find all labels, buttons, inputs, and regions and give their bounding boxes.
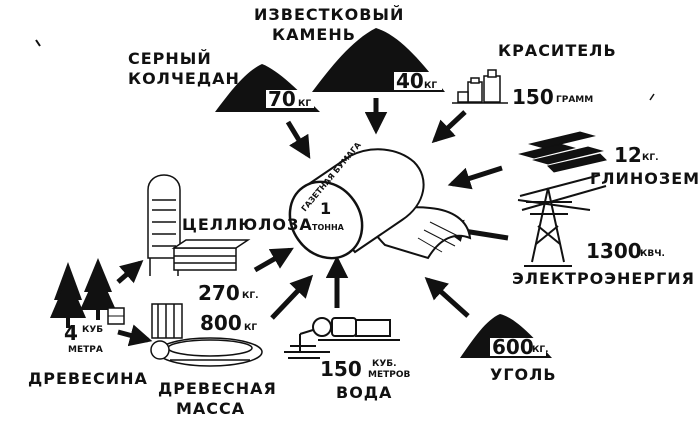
- input-cellulose: ЦЕЛЛЮЛОЗА 270 КГ.: [147, 174, 313, 305]
- input-woodpulp: 800 КГ ДРЕВЕСНАЯ МАССА: [150, 303, 277, 418]
- woodpulp-unit: КГ: [244, 323, 257, 333]
- arrow-cellulose: [253, 247, 294, 273]
- roll-end: [288, 180, 364, 260]
- paper-roll: ГАЗЕТНАЯ БУМАГА 1 ТОННА: [288, 140, 472, 260]
- water-pump-icon: [284, 317, 400, 359]
- dye-label: КРАСИТЕЛЬ: [498, 41, 617, 60]
- input-coal: 600 КГ. УГОЛЬ: [460, 314, 557, 384]
- bars-icon: [518, 131, 607, 173]
- power-pylon-icon: [517, 174, 607, 267]
- limestone-amount: 40: [396, 69, 424, 93]
- wood-unit-line2: МЕТРА: [68, 345, 103, 355]
- woodpulp-amount: 800: [200, 311, 242, 335]
- arrow-wood-cellulose: [116, 260, 144, 284]
- limestone-label-line1: ИЗВЕСТКОВЫЙ: [254, 5, 404, 24]
- limestone-label-line2: КАМЕНЬ: [272, 25, 356, 44]
- pyrite-label-line2: КОЛЧЕДАН: [128, 69, 240, 88]
- digester-icon: [147, 174, 251, 276]
- arrow-wood-pulp: [117, 324, 153, 347]
- input-pyrite: СЕРНЫЙ КОЛЧЕДАН 70 КГ: [128, 49, 320, 112]
- cellulose-label: ЦЕЛЛЮЛОЗА: [182, 215, 313, 234]
- wood-unit-line1: КУБ: [82, 325, 103, 335]
- alumina-amount: 12: [614, 143, 642, 167]
- grinder-icon: [150, 303, 263, 367]
- input-alumina: 12 КГ. ГЛИНОЗЕМ: [518, 131, 700, 188]
- alumina-unit: КГ.: [642, 153, 659, 163]
- electricity-amount: 1300: [586, 239, 642, 263]
- scan-mark: [649, 93, 655, 101]
- roll-body: [298, 148, 425, 254]
- product-unit: ТОННА: [312, 223, 345, 232]
- cellulose-amount: 270: [198, 281, 240, 305]
- water-label: ВОДА: [336, 383, 392, 402]
- input-limestone: ИЗВЕСТКОВЫЙ КАМЕНЬ 40 КГ: [254, 5, 445, 93]
- water-unit-line2: МЕТРОВ: [368, 370, 410, 380]
- coal-unit: КГ.: [532, 345, 549, 355]
- alumina-label: ГЛИНОЗЕМ: [590, 169, 700, 188]
- woodpulp-label-line1: ДРЕВЕСНАЯ: [158, 379, 277, 398]
- arrow-dye: [431, 110, 467, 144]
- dye-amount: 150: [512, 85, 554, 109]
- coal-amount: 600: [492, 335, 534, 359]
- woodpulp-label-line2: МАССА: [176, 399, 245, 418]
- scan-mark: [35, 39, 41, 47]
- input-water: 150 КУБ. МЕТРОВ ВОДА: [284, 317, 410, 402]
- cellulose-unit: КГ.: [242, 291, 259, 301]
- arrow-pyrite: [285, 120, 311, 159]
- pyrite-unit: КГ: [298, 99, 311, 109]
- arrow-coal: [424, 276, 470, 318]
- input-wood: 4 КУБ МЕТРА ДРЕВЕСИНА: [28, 258, 148, 388]
- wood-amount: 4: [64, 321, 78, 345]
- dye-unit: ГРАММ: [556, 95, 593, 105]
- pyrite-amount: 70: [268, 87, 296, 111]
- arrow-alumina: [447, 165, 503, 190]
- water-unit-line1: КУБ.: [372, 359, 397, 369]
- wood-label: ДРЕВЕСИНА: [28, 369, 148, 388]
- coal-label: УГОЛЬ: [490, 365, 557, 384]
- electricity-unit: КВЧ.: [640, 249, 665, 259]
- input-dye: КРАСИТЕЛЬ 150 ГРАММ: [452, 41, 617, 109]
- product-number: 1: [320, 199, 331, 218]
- electricity-label: ЭЛЕКТРОЭНЕРГИЯ: [512, 269, 695, 288]
- input-electricity: 1300 КВЧ. ЭЛЕКТРОЭНЕРГИЯ: [512, 174, 695, 288]
- jars-icon: [452, 69, 508, 104]
- arrow-woodpulp: [270, 274, 314, 320]
- limestone-unit: КГ: [424, 81, 437, 91]
- arrows: [116, 98, 509, 347]
- pyrite-label-line1: СЕРНЫЙ: [128, 49, 212, 68]
- water-amount: 150: [320, 357, 362, 381]
- trees-icon: [50, 258, 125, 328]
